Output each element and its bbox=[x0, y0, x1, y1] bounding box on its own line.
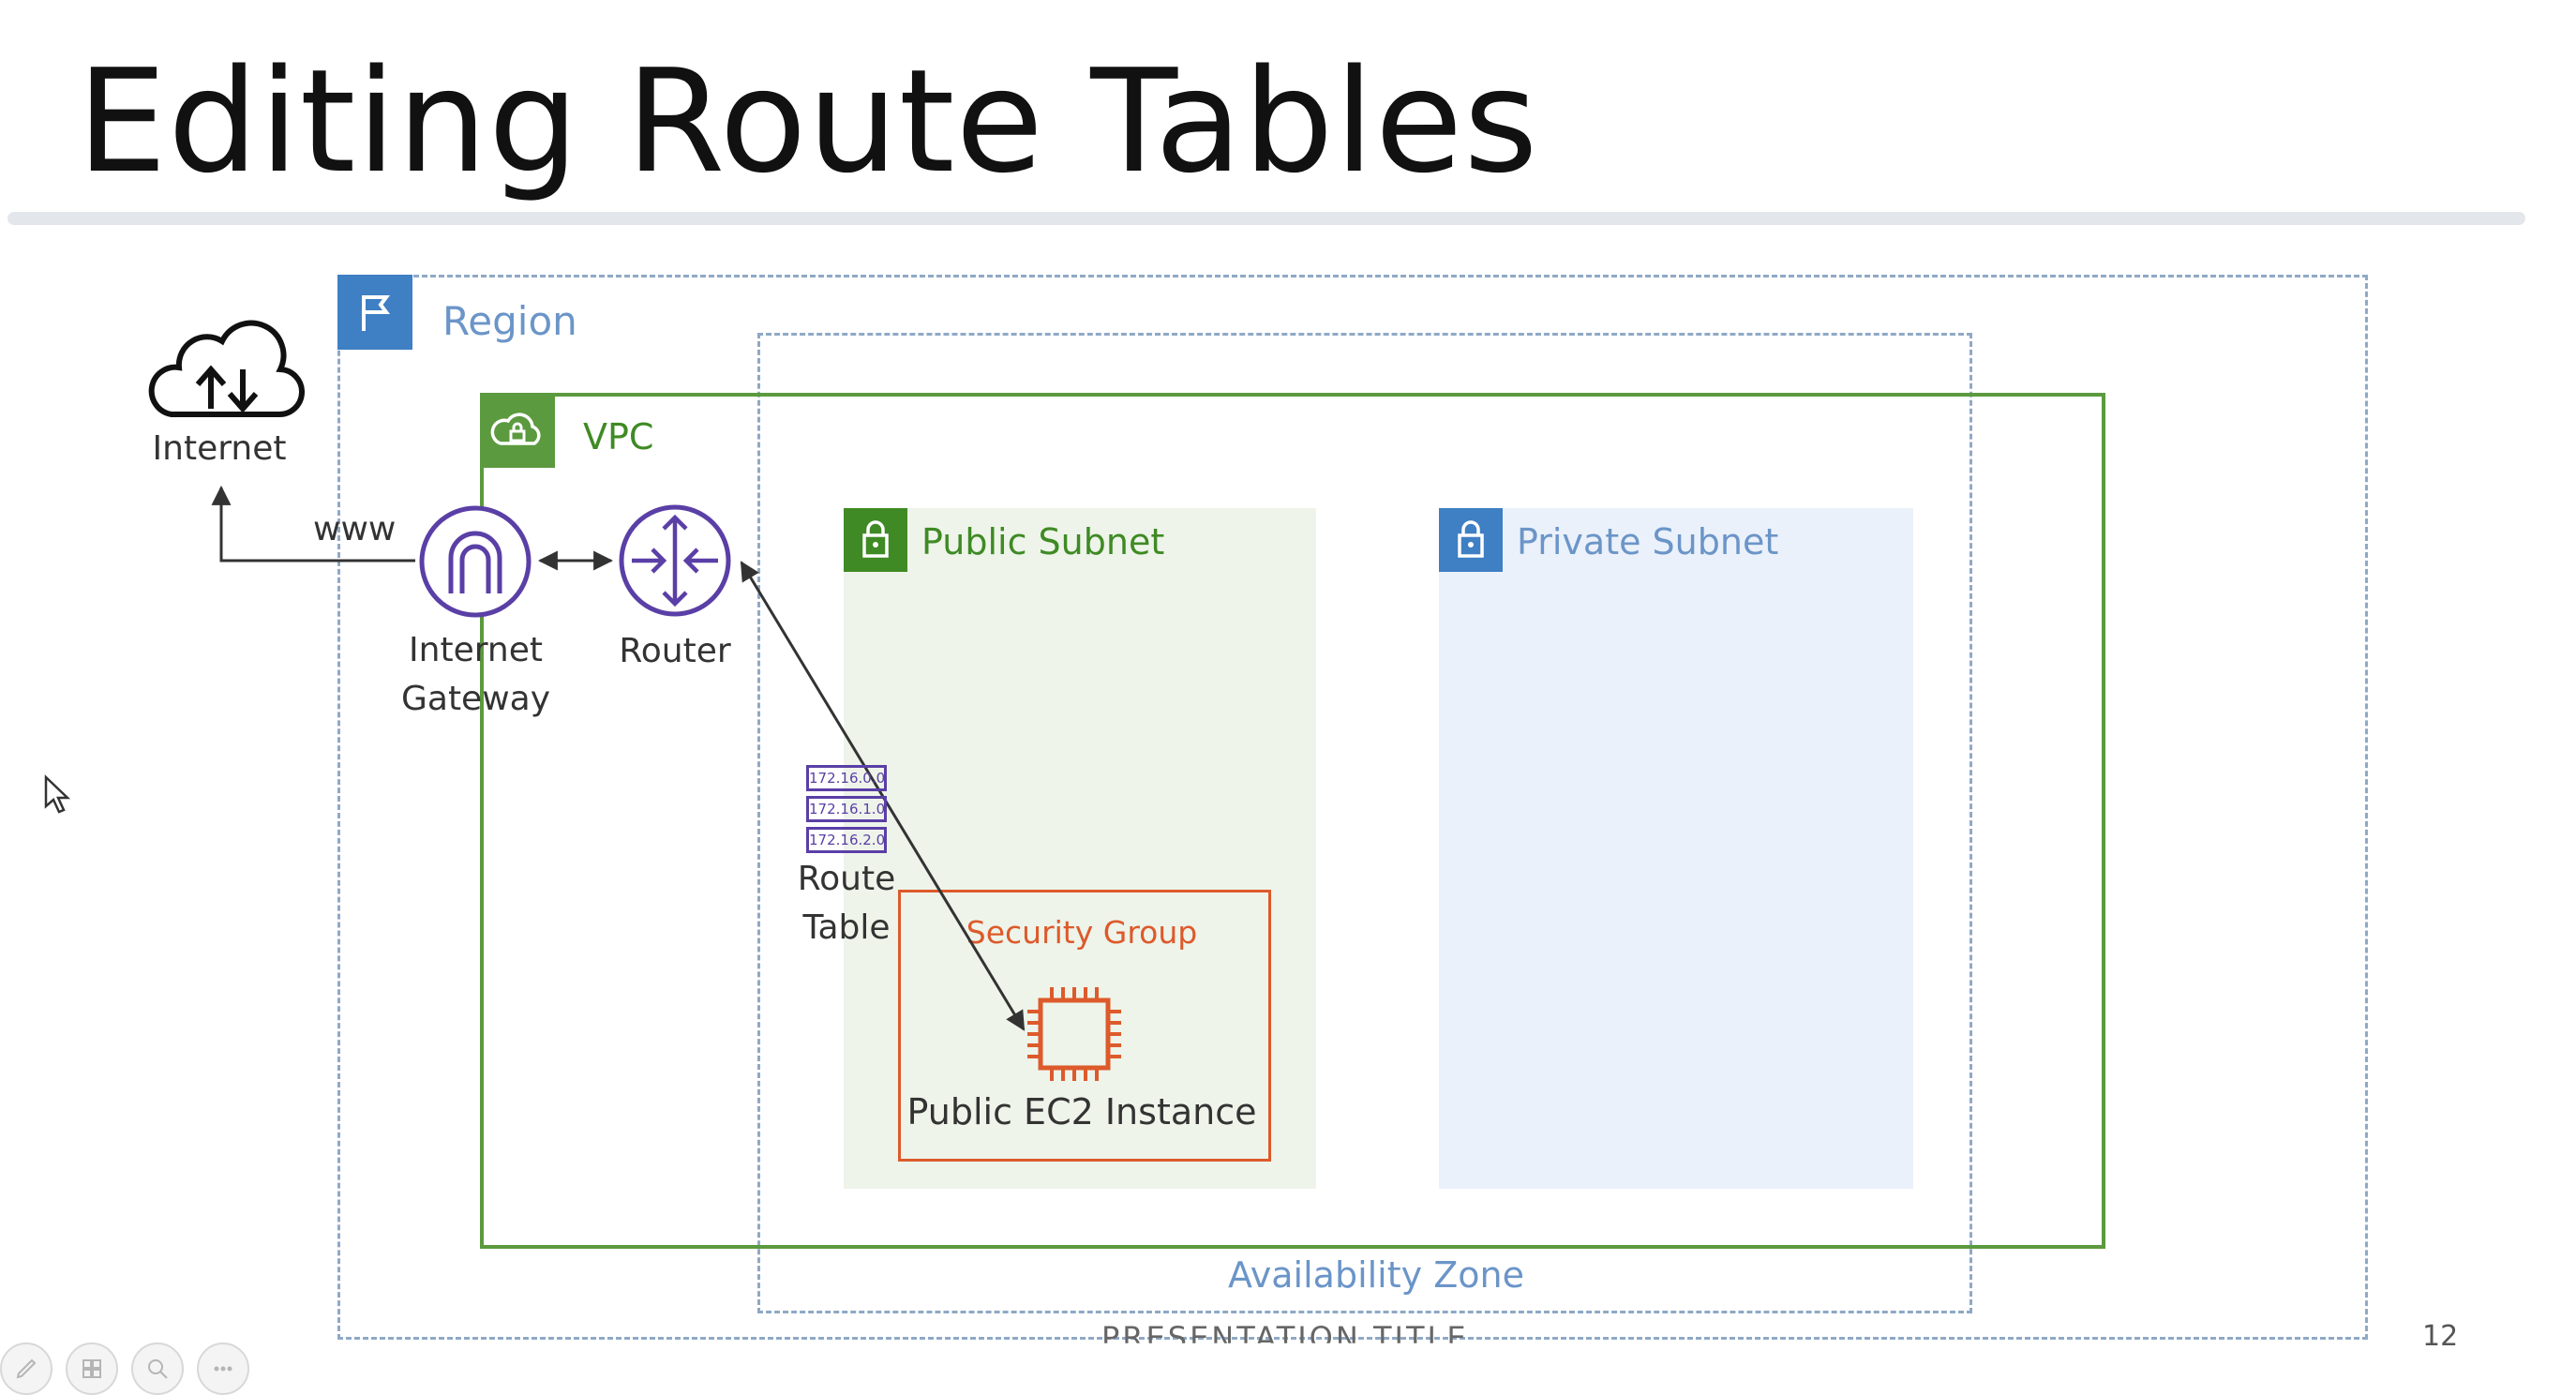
internet-gateway-label-line-2: Gateway bbox=[400, 680, 551, 718]
footer-presentation-title: PRESENTATION TITLE bbox=[1101, 1320, 1469, 1356]
title-divider bbox=[7, 212, 2525, 225]
vpc-cloud-lock-icon bbox=[480, 393, 555, 468]
region-flag-icon bbox=[337, 275, 412, 350]
private-subnet-label: Private Subnet bbox=[1517, 521, 1779, 562]
private-subnet-container bbox=[1439, 508, 1913, 1189]
lock-icon bbox=[1439, 508, 1503, 572]
ec2-chip-icon bbox=[1027, 987, 1121, 1081]
www-label: www bbox=[313, 510, 397, 548]
vpc-label: VPC bbox=[583, 416, 654, 458]
pen-icon[interactable] bbox=[0, 1342, 52, 1395]
region-container bbox=[337, 275, 2368, 1340]
slides-grid-icon[interactable] bbox=[66, 1342, 118, 1395]
router-icon bbox=[619, 504, 731, 617]
internet-label: Internet bbox=[152, 429, 287, 468]
more-options-icon[interactable] bbox=[197, 1342, 249, 1395]
internet-gateway-icon bbox=[419, 505, 532, 618]
region-label: Region bbox=[442, 298, 577, 344]
route-table-label-line-2: Table bbox=[802, 908, 891, 947]
mouse-cursor-icon bbox=[44, 774, 71, 814]
internet-connector bbox=[211, 485, 415, 562]
slide-title: Editing Route Tables bbox=[77, 38, 1539, 204]
public-subnet-label: Public Subnet bbox=[921, 521, 1165, 562]
zoom-icon[interactable] bbox=[131, 1342, 184, 1395]
route-table-entry: 172.16.1.0 bbox=[806, 796, 887, 822]
router-label: Router bbox=[619, 632, 731, 670]
presenter-toolbar bbox=[0, 1342, 249, 1395]
route-table-entry: 172.16.0.0 bbox=[806, 765, 887, 791]
route-table-label: Route Table bbox=[786, 855, 907, 952]
internet-gateway-label: Internet Gateway bbox=[375, 626, 577, 724]
availability-zone-label: Availability Zone bbox=[1228, 1254, 1524, 1296]
internet-gateway-label-line-1: Internet bbox=[409, 631, 543, 669]
page-number: 12 bbox=[2422, 1320, 2459, 1353]
vpc-container bbox=[480, 393, 2105, 1249]
cloud-internet-icon bbox=[148, 320, 305, 418]
route-table-entry: 172.16.2.0 bbox=[806, 827, 887, 853]
ec2-label: Public EC2 Instance bbox=[906, 1091, 1257, 1132]
route-table-label-line-1: Route bbox=[797, 860, 896, 898]
route-table-icon: 172.16.0.0 172.16.1.0 172.16.2.0 bbox=[806, 765, 887, 853]
